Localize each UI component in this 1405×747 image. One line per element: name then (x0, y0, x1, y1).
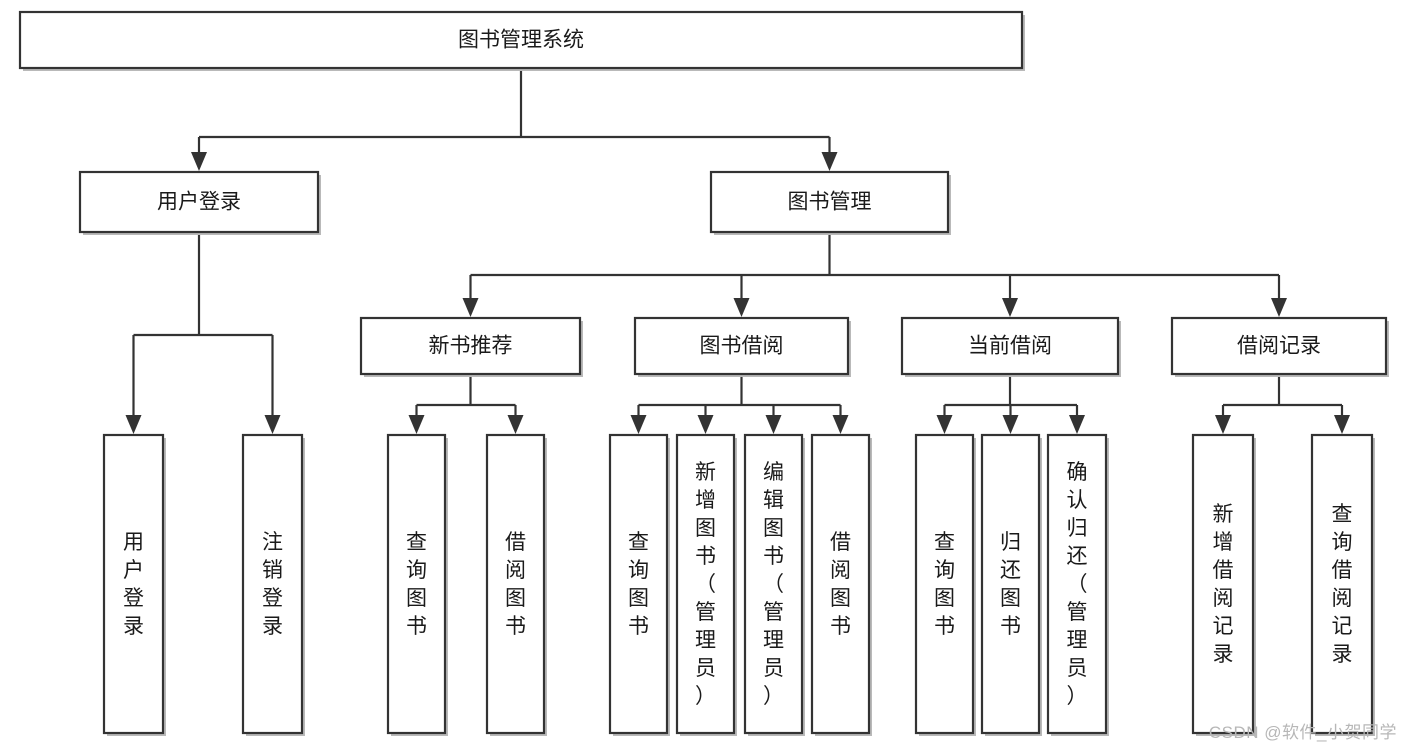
node-label: 借阅图书 (830, 531, 851, 638)
node-box[interactable] (386, 433, 447, 735)
node-box[interactable] (633, 316, 850, 376)
node-box[interactable] (485, 433, 546, 735)
node-box[interactable] (980, 433, 1041, 735)
node-box[interactable] (241, 433, 304, 735)
node-leaf-cur-query[interactable]: 查询图书 (914, 433, 976, 736)
node-label: 归还图书 (1000, 531, 1021, 638)
node-login[interactable]: 用户登录 (78, 170, 321, 235)
node-root[interactable]: 图书管理系统 (18, 10, 1025, 71)
node-box[interactable] (810, 433, 871, 735)
node-box[interactable] (914, 433, 975, 735)
node-box[interactable] (1170, 316, 1388, 376)
node-label: 新增借阅记录 (1213, 503, 1234, 666)
node-label: 查询图书 (934, 531, 955, 638)
node-box[interactable] (608, 433, 669, 735)
node-label: 图书管理系统 (458, 29, 584, 52)
node-box[interactable] (18, 10, 1024, 70)
node-leaf-bw-add[interactable]: 新增图书（管理员） (675, 433, 737, 736)
node-box[interactable] (1046, 433, 1108, 735)
node-label: 编辑图书（管理员） (763, 461, 784, 708)
node-label: 注销登录 (262, 531, 283, 638)
node-label: 用户登录 (157, 191, 241, 214)
node-record[interactable]: 借阅记录 (1170, 316, 1389, 377)
watermark-text: CSDN @软件_小贺同学 (1208, 723, 1397, 742)
node-leaf-cur-confirm[interactable]: 确认归还（管理员） (1046, 433, 1109, 736)
node-box[interactable] (709, 170, 950, 234)
node-leaf-nb-query[interactable]: 查询图书 (386, 433, 448, 736)
edges-layer (125, 68, 1350, 434)
node-leaf-rec-add[interactable]: 新增借阅记录 (1191, 433, 1256, 736)
node-label: 查询图书 (406, 531, 427, 638)
node-leaf-nb-borrow[interactable]: 借阅图书 (485, 433, 547, 736)
node-label: 借阅记录 (1237, 335, 1321, 358)
node-leaf-rec-query[interactable]: 查询借阅记录 (1310, 433, 1375, 736)
node-leaf-bw-query[interactable]: 查询图书 (608, 433, 670, 736)
node-newbook[interactable]: 新书推荐 (359, 316, 583, 377)
node-label: 用户登录 (123, 531, 144, 638)
node-label: 借阅图书 (505, 531, 526, 638)
node-label: 查询图书 (628, 531, 649, 638)
node-label: 查询借阅记录 (1332, 503, 1353, 666)
node-bookmgmt[interactable]: 图书管理 (709, 170, 951, 235)
node-box[interactable] (675, 433, 736, 735)
node-box[interactable] (900, 316, 1120, 376)
node-box[interactable] (1191, 433, 1255, 735)
node-box[interactable] (359, 316, 582, 376)
node-label: 当前借阅 (968, 335, 1052, 358)
node-label: 图书管理 (788, 191, 872, 214)
node-leaf-user-login[interactable]: 用户登录 (102, 433, 166, 736)
node-leaf-bw-edit[interactable]: 编辑图书（管理员） (743, 433, 805, 736)
node-label: 新书推荐 (429, 335, 513, 358)
node-leaf-bw-borrow[interactable]: 借阅图书 (810, 433, 872, 736)
node-box[interactable] (78, 170, 320, 234)
node-current[interactable]: 当前借阅 (900, 316, 1121, 377)
nodes-layer: 图书管理系统用户登录图书管理新书推荐图书借阅当前借阅借阅记录用户登录注销登录查询… (18, 10, 1389, 736)
node-leaf-cur-return[interactable]: 归还图书 (980, 433, 1042, 736)
node-borrow[interactable]: 图书借阅 (633, 316, 851, 377)
node-label: 确认归还（管理员） (1067, 461, 1088, 708)
node-box[interactable] (1310, 433, 1374, 735)
node-box[interactable] (743, 433, 804, 735)
node-box[interactable] (102, 433, 165, 735)
node-label: 新增图书（管理员） (695, 461, 716, 708)
node-label: 图书借阅 (700, 335, 784, 358)
node-leaf-logout[interactable]: 注销登录 (241, 433, 305, 736)
